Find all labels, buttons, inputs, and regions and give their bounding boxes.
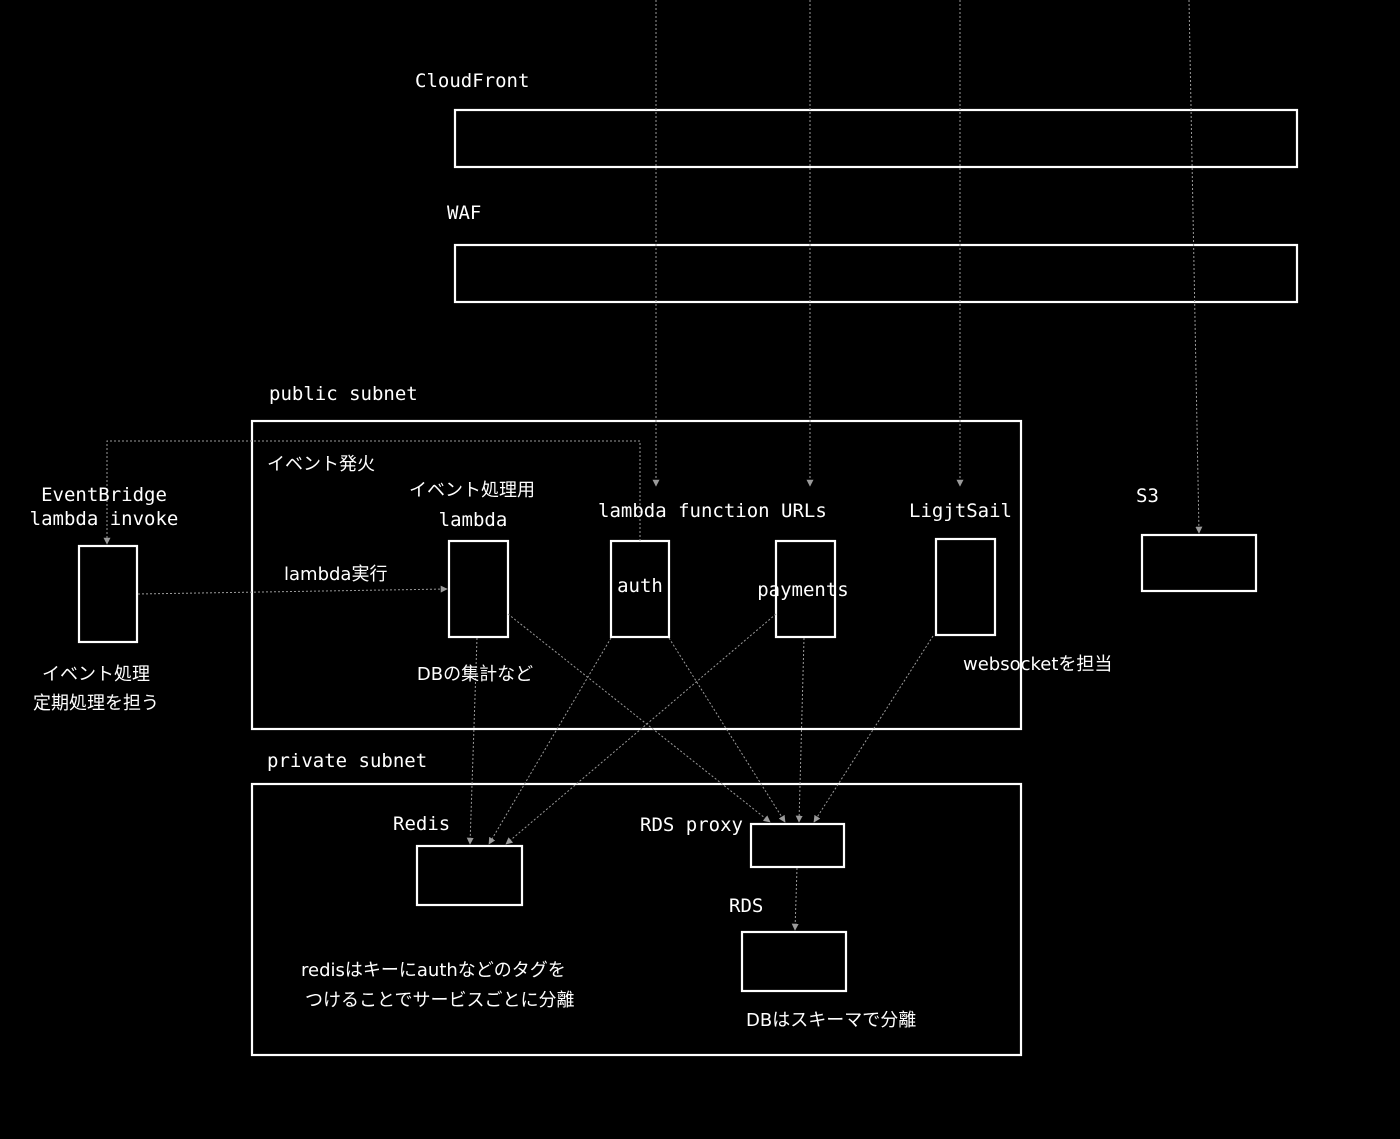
arrow-rds-proxy-to-rds bbox=[791, 867, 799, 931]
cloudfront-box bbox=[453, 108, 1299, 169]
waf-label: WAF bbox=[447, 202, 482, 224]
function-urls-label: lambda function URLs bbox=[598, 500, 827, 522]
lightsail-label: LigjtSail bbox=[909, 500, 1012, 522]
eventbridge-label-line2: lambda invoke bbox=[29, 508, 179, 530]
s3-box bbox=[1140, 533, 1258, 593]
eventbridge-label-line1: EventBridge bbox=[41, 484, 167, 506]
lightsail-note: websocketを担当 bbox=[963, 654, 1113, 675]
redis-note-line1: redisはキーにauthなどのタグを bbox=[301, 960, 566, 981]
redis-note-line2: つけることでサービスごとに分離 bbox=[305, 990, 575, 1011]
event-lambda-note: DBの集計など bbox=[416, 664, 534, 685]
lightsail-box bbox=[934, 537, 997, 637]
public-subnet-box bbox=[250, 419, 1023, 731]
arrow-eventbridge-to-lambda bbox=[137, 585, 448, 595]
auth-label: auth bbox=[617, 575, 663, 597]
arrow-lambda-to-rds-proxy bbox=[507, 613, 771, 823]
event-lambda-box bbox=[447, 539, 510, 639]
private-subnet-label: private subnet bbox=[267, 750, 428, 772]
rds-label: RDS bbox=[729, 895, 764, 917]
arrow-lightsail-to-rds-proxy bbox=[813, 635, 934, 823]
s3-label: S3 bbox=[1136, 485, 1159, 507]
event-lambda-label-line2: lambda bbox=[438, 509, 508, 531]
rds-proxy-box bbox=[749, 822, 846, 869]
event-lambda-label-line1: イベント処理用 bbox=[409, 480, 535, 501]
redis-label: Redis bbox=[393, 813, 451, 835]
eventbridge-note-line2: 定期処理を担う bbox=[33, 693, 159, 714]
cloudfront-label: CloudFront bbox=[415, 70, 530, 92]
arrow-auth-to-rds-proxy bbox=[668, 637, 786, 823]
payments-label: payments bbox=[757, 579, 849, 601]
eventbridge-note-line1: イベント処理 bbox=[42, 664, 150, 685]
waf-box bbox=[453, 243, 1299, 304]
redis-box bbox=[415, 844, 524, 907]
arrow-payments-to-rds-proxy bbox=[795, 637, 805, 823]
lambda-exec-label: lambda実行 bbox=[284, 564, 388, 585]
private-subnet-box bbox=[250, 782, 1023, 1057]
arrow-auth-to-eventbridge bbox=[103, 440, 641, 545]
eventbridge-box bbox=[77, 544, 139, 644]
payments-box bbox=[774, 539, 837, 639]
arrow-payments-to-redis bbox=[505, 613, 777, 845]
event-trigger-note: イベント発火 bbox=[267, 454, 375, 475]
public-subnet-label: public subnet bbox=[269, 383, 418, 405]
arrow-to-s3 bbox=[1188, 0, 1203, 534]
rds-proxy-label: RDS proxy bbox=[640, 814, 743, 836]
rds-note: DBはスキーマで分離 bbox=[746, 1010, 917, 1031]
rds-box bbox=[740, 930, 848, 993]
